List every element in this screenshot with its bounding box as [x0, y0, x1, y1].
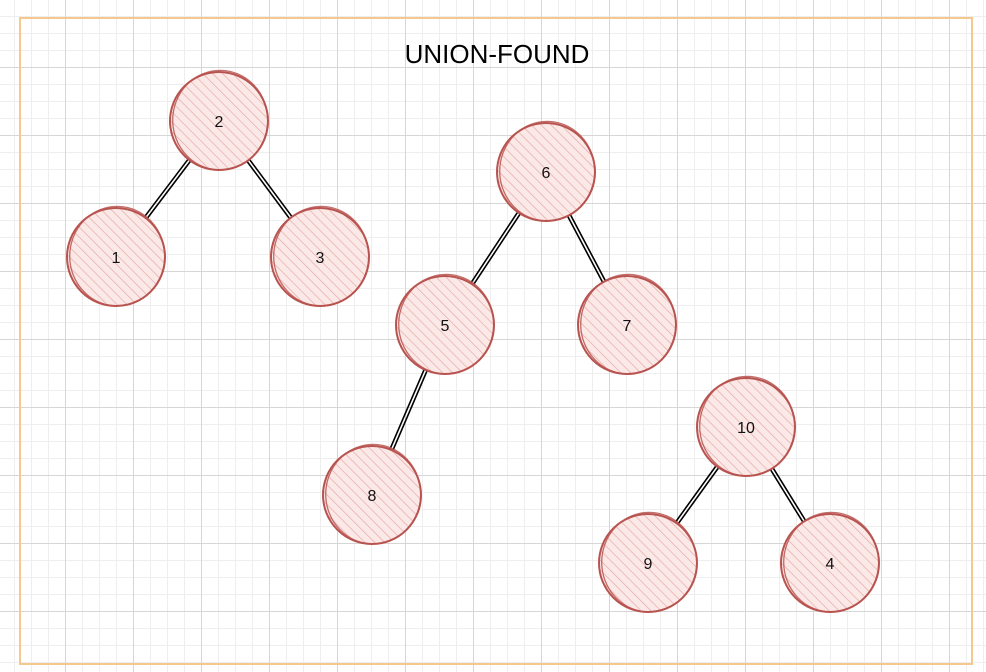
- node-label: 7: [623, 318, 632, 335]
- frame: [19, 17, 973, 665]
- edge-5-8: [386, 365, 430, 457]
- node-9: 9: [598, 511, 698, 613]
- edges-layer: [139, 155, 809, 529]
- node-label: 3: [316, 250, 325, 267]
- node-label: 4: [826, 556, 835, 573]
- node-4: 4: [780, 511, 880, 613]
- node-label: 10: [737, 420, 755, 437]
- edge-6-5: [466, 208, 523, 290]
- nodes-layer: 2 1 3 6 5 7 8 10 9 4: [66, 69, 880, 613]
- edge-6-7: [565, 211, 609, 290]
- node-10: 10: [696, 375, 796, 477]
- node-label: 1: [112, 250, 121, 267]
- node-label: 8: [368, 488, 377, 505]
- node-8: 8: [322, 443, 422, 545]
- edge-2-3: [244, 156, 296, 226]
- edge-2-1: [139, 155, 194, 224]
- node-6: 6: [496, 120, 596, 222]
- node-label: 5: [441, 318, 450, 335]
- node-label: 2: [215, 114, 224, 131]
- node-label: 9: [644, 556, 653, 573]
- node-7: 7: [577, 273, 677, 375]
- node-label: 6: [542, 165, 551, 182]
- edge-10-9: [670, 462, 722, 529]
- node-3: 3: [270, 205, 370, 307]
- node-1: 1: [66, 205, 166, 307]
- node-2: 2: [169, 69, 269, 171]
- edge-10-4: [768, 464, 809, 529]
- node-5: 5: [395, 273, 495, 375]
- diagram-title: UNION-FOUND: [405, 39, 590, 69]
